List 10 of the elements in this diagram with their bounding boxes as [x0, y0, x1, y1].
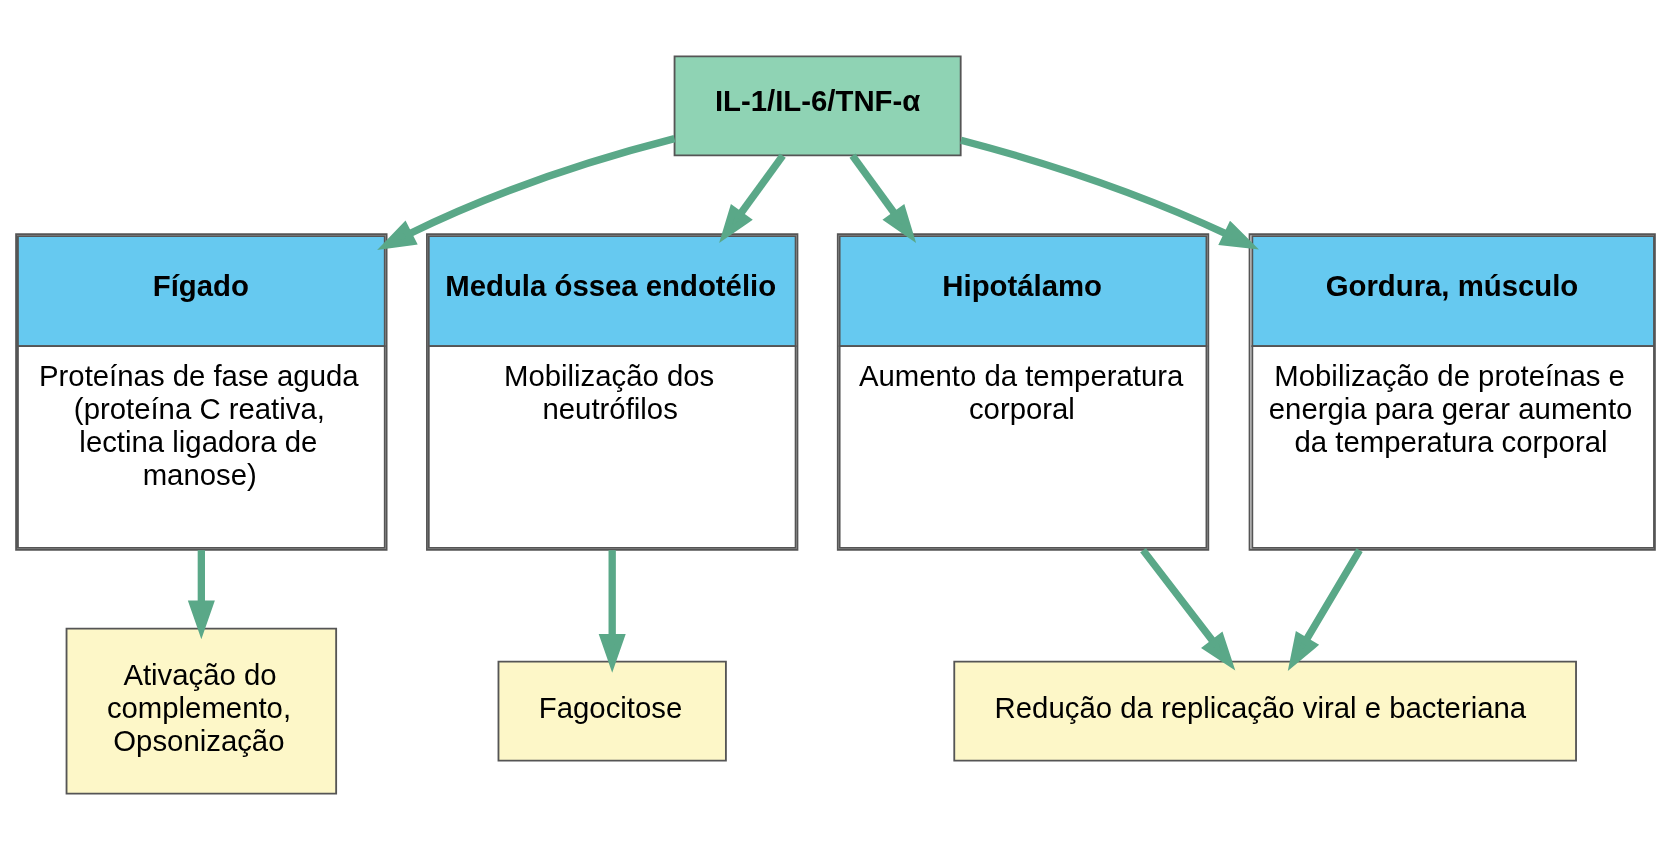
arrow — [1287, 547, 1363, 671]
node-box: Ativação do complemento, Opsonização — [65, 627, 338, 795]
node-box: Fagocitose — [497, 660, 727, 762]
arrow — [377, 134, 676, 250]
arrow — [960, 136, 1259, 250]
arrow — [849, 152, 917, 243]
node-box: Redução da replicação viral e bacteriana — [953, 660, 1577, 762]
node-box: IL-1/IL-6/TNF-α — [673, 54, 962, 156]
arrow — [1140, 547, 1236, 670]
arrow — [719, 152, 786, 243]
